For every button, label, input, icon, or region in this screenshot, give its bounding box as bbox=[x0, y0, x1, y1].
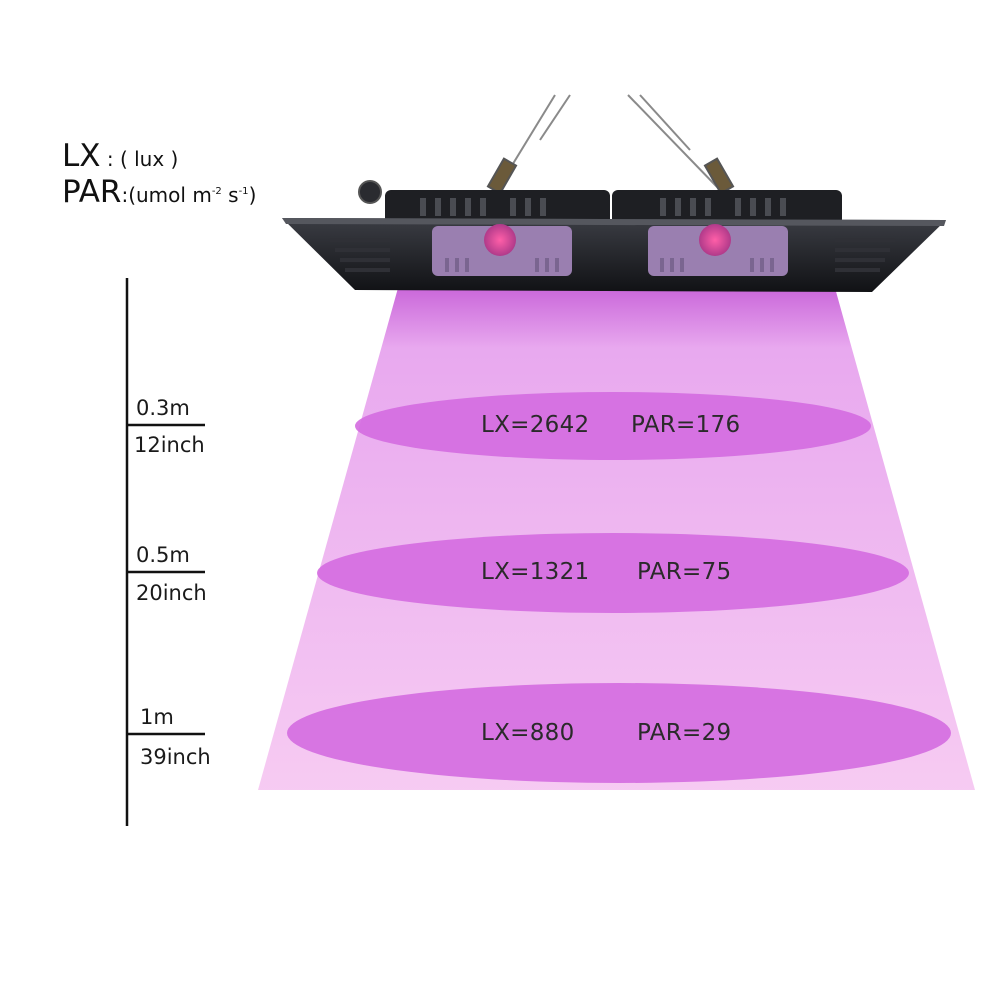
distance-metric-3: 1m bbox=[140, 705, 174, 729]
distance-metric-2: 0.5m bbox=[136, 543, 190, 567]
legend-par: PAR:(umol m-2 s-1) bbox=[62, 174, 256, 210]
reading-par-2: PAR=75 bbox=[637, 559, 732, 585]
reading-lx-1: LX=2642 bbox=[481, 412, 590, 438]
hanging-cable-icon bbox=[486, 94, 735, 195]
legend-par-key: PAR bbox=[62, 174, 122, 210]
legend-par-exp1: -2 bbox=[211, 186, 222, 197]
distance-metric-1: 0.3m bbox=[136, 396, 190, 420]
reading-par-1: PAR=176 bbox=[631, 412, 741, 438]
legend-lux: LX : ( lux ) bbox=[62, 138, 178, 174]
distance-imperial-1: 12inch bbox=[134, 433, 205, 457]
led-grow-light-icon bbox=[282, 180, 946, 292]
distance-ruler bbox=[125, 278, 205, 826]
measurement-ellipse-3 bbox=[287, 683, 951, 783]
legend-par-unit-suffix: ) bbox=[248, 183, 257, 207]
distance-imperial-2: 20inch bbox=[136, 581, 207, 605]
legend-lx-unit: ( lux ) bbox=[119, 147, 179, 171]
reading-par-3: PAR=29 bbox=[637, 720, 732, 746]
legend-lx-separator: : bbox=[100, 147, 120, 171]
legend-par-unit-prefix: :(umol m bbox=[121, 183, 212, 207]
legend-lx-key: LX bbox=[62, 138, 101, 174]
reading-lx-2: LX=1321 bbox=[481, 559, 590, 585]
legend-par-unit-mid: s bbox=[221, 183, 239, 207]
measurement-ellipse-2 bbox=[317, 533, 909, 613]
reading-lx-3: LX=880 bbox=[481, 720, 575, 746]
distance-imperial-3: 39inch bbox=[140, 745, 211, 769]
measurement-ellipse-1 bbox=[355, 392, 871, 460]
legend-par-exp2: -1 bbox=[238, 186, 249, 197]
